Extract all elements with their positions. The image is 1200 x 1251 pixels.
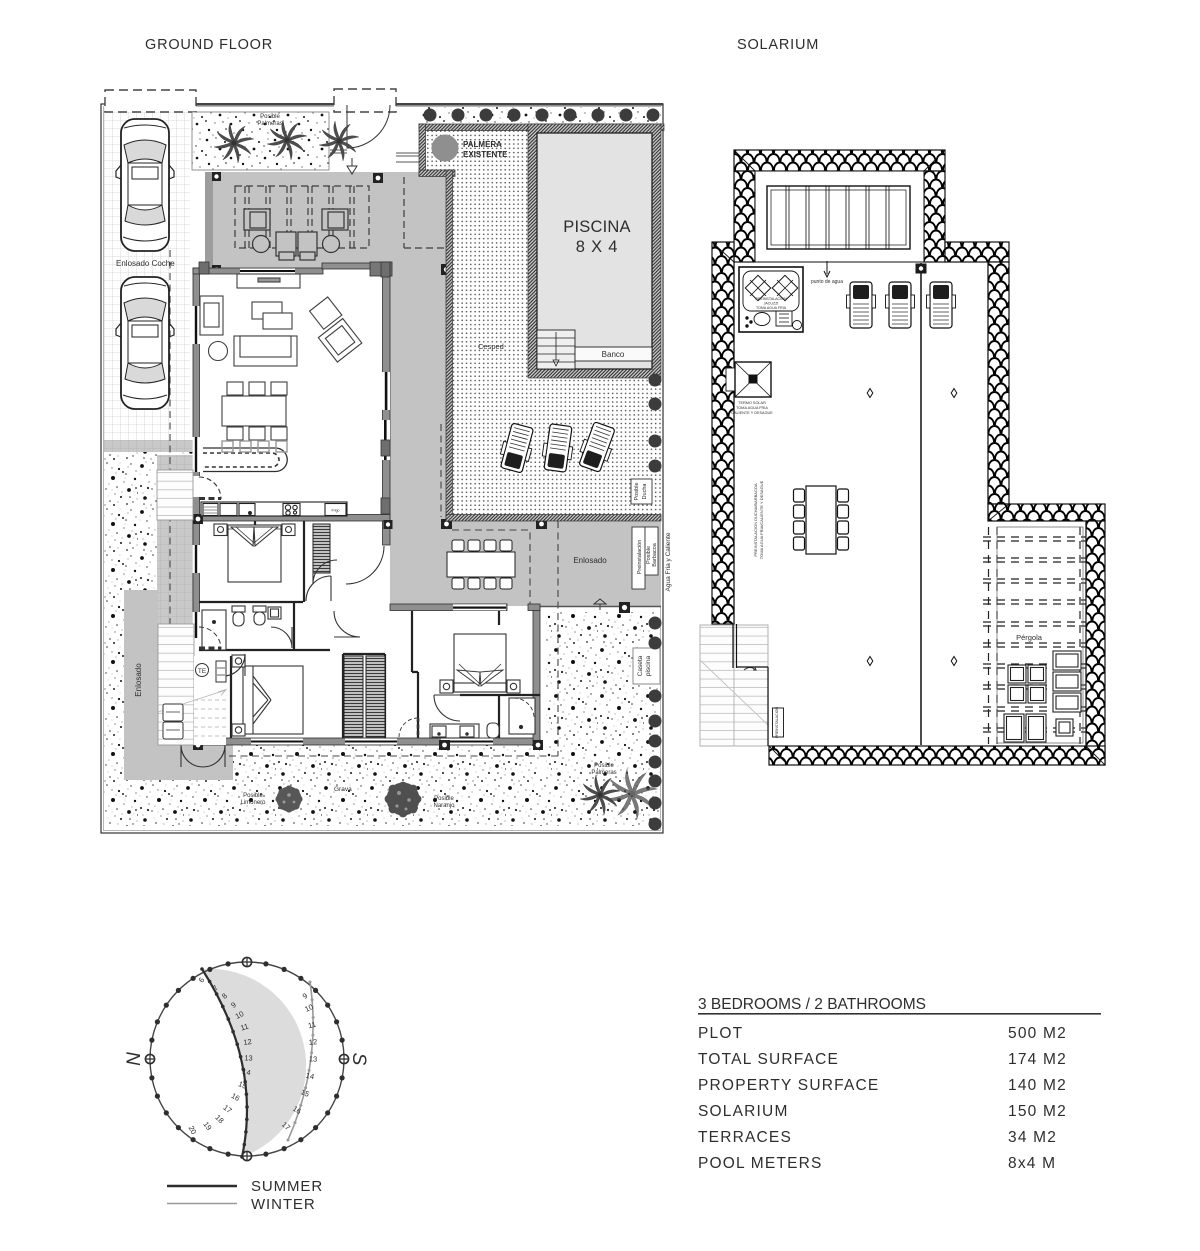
svg-text:14: 14 bbox=[305, 1071, 315, 1082]
svg-text:16: 16 bbox=[291, 1104, 303, 1116]
svg-text:174 M2: 174 M2 bbox=[1008, 1051, 1067, 1068]
svg-text:Agua Fria y Caliente: Agua Fria y Caliente bbox=[665, 532, 672, 591]
svg-text:15: 15 bbox=[237, 1079, 248, 1090]
svg-text:6: 6 bbox=[197, 976, 207, 985]
svg-text:piscina: piscina bbox=[645, 655, 652, 676]
svg-text:Frigo: Frigo bbox=[332, 509, 340, 513]
svg-text:Posible: Posible bbox=[260, 114, 280, 120]
svg-text:500 M2: 500 M2 bbox=[1008, 1025, 1067, 1042]
svg-text:16: 16 bbox=[230, 1091, 242, 1103]
svg-text:TE: TE bbox=[198, 668, 207, 675]
svg-text:PISCINA: PISCINA bbox=[563, 218, 630, 236]
svg-text:8: 8 bbox=[220, 991, 229, 1000]
svg-text:Pérgola: Pérgola bbox=[1016, 633, 1043, 642]
svg-text:Grava: Grava bbox=[334, 786, 352, 793]
svg-text:Enlosado: Enlosado bbox=[134, 663, 143, 697]
svg-text:PREINSTALACION: PREINSTALACION bbox=[755, 297, 786, 301]
svg-text:GROUND FLOOR: GROUND FLOOR bbox=[145, 37, 273, 53]
svg-text:Enlosado Coche: Enlosado Coche bbox=[116, 259, 175, 268]
svg-text:Posible: Posible bbox=[646, 546, 652, 564]
svg-text:PLOT: PLOT bbox=[698, 1025, 743, 1042]
svg-text:14: 14 bbox=[241, 1067, 251, 1078]
svg-text:20: 20 bbox=[187, 1124, 199, 1136]
svg-text:punto de agua: punto de agua bbox=[811, 279, 843, 285]
svg-text:POOL METERS: POOL METERS bbox=[698, 1155, 823, 1172]
svg-text:3 BEDROOMS / 2 BATHROOMS: 3 BEDROOMS / 2 BATHROOMS bbox=[698, 996, 926, 1013]
svg-text:15: 15 bbox=[299, 1087, 310, 1098]
svg-text:PREINSTALACION DUCHA/BARBACOA: PREINSTALACION DUCHA/BARBACOA bbox=[753, 483, 758, 557]
svg-text:N: N bbox=[124, 1052, 145, 1066]
svg-text:TOMA AGUA FRIA/CALIENTE Y DESA: TOMA AGUA FRIA/CALIENTE Y DESAGUE bbox=[759, 480, 764, 559]
svg-text:CALIENTE Y DESAGUE: CALIENTE Y DESAGUE bbox=[731, 411, 773, 415]
svg-text:Palmeras: Palmeras bbox=[257, 121, 282, 127]
svg-text:PREINSTALACION: PREINSTALACION bbox=[775, 707, 779, 738]
svg-text:Cesped: Cesped bbox=[478, 342, 504, 351]
svg-text:Ducha: Ducha bbox=[642, 483, 648, 500]
svg-text:150 M2: 150 M2 bbox=[1008, 1103, 1067, 1120]
svg-text:Caseta: Caseta bbox=[637, 655, 644, 676]
svg-text:11: 11 bbox=[307, 1020, 317, 1031]
svg-text:8x4 M: 8x4 M bbox=[1008, 1155, 1056, 1172]
svg-text:13: 13 bbox=[309, 1054, 318, 1063]
svg-text:13: 13 bbox=[244, 1053, 253, 1062]
svg-text:EXISTENTE: EXISTENTE bbox=[463, 150, 508, 159]
svg-text:7: 7 bbox=[211, 983, 220, 992]
svg-text:Posible: Posible bbox=[243, 793, 263, 799]
svg-text:TOMA AGUA FRIA: TOMA AGUA FRIA bbox=[736, 406, 768, 410]
svg-text:Posible: Posible bbox=[594, 763, 614, 769]
svg-text:12: 12 bbox=[308, 1037, 317, 1047]
svg-text:WINTER: WINTER bbox=[251, 1196, 316, 1213]
svg-text:Palmeras: Palmeras bbox=[591, 770, 616, 776]
svg-text:PROPERTY SURFACE: PROPERTY SURFACE bbox=[698, 1077, 879, 1094]
svg-text:18: 18 bbox=[213, 1113, 225, 1125]
svg-text:SOLARIUM: SOLARIUM bbox=[737, 37, 819, 53]
svg-text:TERMO SOLAR: TERMO SOLAR bbox=[738, 401, 766, 405]
svg-text:19: 19 bbox=[201, 1120, 213, 1132]
svg-text:10: 10 bbox=[303, 1002, 314, 1014]
svg-text:Limonero: Limonero bbox=[240, 800, 266, 806]
svg-text:9: 9 bbox=[229, 1000, 238, 1010]
svg-text:10: 10 bbox=[234, 1009, 246, 1021]
svg-text:Naranjo: Naranjo bbox=[433, 803, 455, 809]
svg-text:140 M2: 140 M2 bbox=[1008, 1077, 1067, 1094]
svg-text:S: S bbox=[348, 1053, 369, 1066]
svg-text:SOLARIUM: SOLARIUM bbox=[698, 1103, 789, 1120]
svg-text:Enlosado: Enlosado bbox=[573, 556, 607, 565]
svg-text:12: 12 bbox=[243, 1037, 253, 1047]
svg-text:8 X 4: 8 X 4 bbox=[576, 238, 619, 256]
svg-text:Preinstalación: Preinstalación bbox=[637, 540, 643, 575]
svg-text:PALMERA: PALMERA bbox=[463, 140, 502, 149]
svg-text:Posible: Posible bbox=[434, 796, 454, 802]
svg-text:TOTAL SURFACE: TOTAL SURFACE bbox=[698, 1051, 839, 1068]
svg-text:11: 11 bbox=[239, 1022, 249, 1033]
svg-text:Banco: Banco bbox=[602, 350, 625, 359]
svg-text:JACUZZI: JACUZZI bbox=[764, 302, 779, 306]
svg-text:Posible: Posible bbox=[634, 482, 640, 500]
svg-text:9: 9 bbox=[301, 991, 310, 1001]
svg-text:17: 17 bbox=[221, 1103, 233, 1115]
svg-text:TERRACES: TERRACES bbox=[698, 1129, 792, 1146]
svg-text:34 M2: 34 M2 bbox=[1008, 1129, 1057, 1146]
svg-text:TOMA AGUA FRIA: TOMA AGUA FRIA bbox=[756, 306, 787, 310]
svg-text:Barbacoa: Barbacoa bbox=[652, 542, 658, 566]
svg-text:SUMMER: SUMMER bbox=[251, 1178, 323, 1195]
